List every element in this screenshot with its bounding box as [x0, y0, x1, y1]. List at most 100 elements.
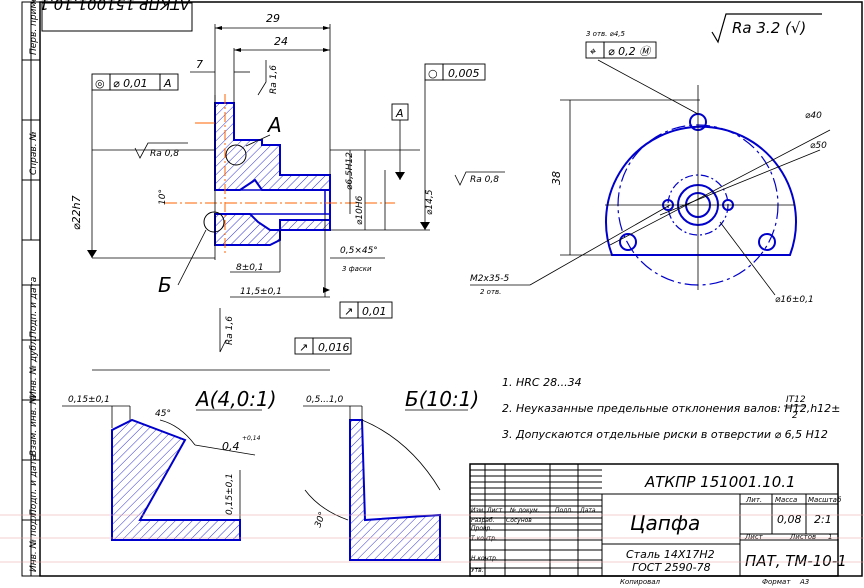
side-column: Перв. примен. Справ. № Подп. и дата Инв.…: [29, 0, 39, 572]
dim-8: 8±0,1: [236, 263, 264, 273]
format-label: Формат: [762, 578, 791, 586]
stamp-code: АТКПР 151001.10.1: [39, 0, 191, 13]
side-label: Подп. и дата: [29, 277, 39, 338]
developer-name: Сосунов: [506, 517, 532, 524]
detail-a-title: А(4,0:1): [194, 387, 277, 411]
side-label: Взам. инв. №: [29, 395, 39, 456]
detail-a-dim-015: 0,15±0,1: [68, 395, 110, 405]
general-roughness: Ra 3.2 (√): [711, 13, 822, 44]
rows-izm: Изм. Лист: [471, 507, 503, 514]
left-label-ncontr: Н.контр.: [471, 555, 498, 562]
dim-d16: ⌀16±0,1: [775, 295, 814, 305]
left-label-check: Провр.: [471, 525, 492, 532]
dim-d40: ⌀40: [805, 111, 822, 121]
left-label-approve: Утв.: [471, 567, 484, 574]
detail-b-title: Б(10:1): [405, 387, 479, 411]
dim-7: 7: [196, 58, 203, 71]
detail-a-angle: 45°: [155, 409, 171, 419]
format-value: А3: [799, 578, 809, 586]
ra16-bottom: Ra 1,6: [225, 316, 235, 345]
coaxiality-datum: А: [163, 77, 172, 90]
dim-d65: ⌀6,5H12: [345, 152, 355, 190]
runout1-symbol: ↗: [344, 305, 353, 318]
detail-b: Б(10:1) 0,5...1,0 30°: [303, 387, 479, 561]
part-name: Цапфа: [630, 511, 700, 535]
dim-chamfer: 0,5×45°: [340, 246, 378, 256]
sheet-label: Лист: [744, 533, 764, 541]
technical-notes: 1. HRC 28...34 2. Неуказанные предельные…: [502, 376, 840, 441]
left-label-dev: Разраб.: [471, 517, 495, 524]
rows-date: Дата: [579, 507, 596, 514]
side-label: Подп. и дата: [29, 455, 39, 516]
dim-d145: ⌀14,5: [425, 189, 435, 215]
dim-d50: ⌀50: [810, 141, 827, 151]
note-frac-den: 2: [792, 411, 798, 421]
dim-24: 24: [274, 35, 288, 48]
copied-label: Копировал: [620, 578, 661, 586]
view-label-a: А: [266, 113, 282, 137]
part-upper-half: [214, 102, 331, 191]
coaxiality-symbol: ◎: [95, 77, 105, 90]
roundness-value: 0,005: [448, 67, 480, 80]
mass-label: Масса: [775, 496, 797, 504]
dim-d22: ⌀22h7: [70, 195, 83, 230]
roundness-symbol: ○: [428, 67, 438, 80]
organization: ПАТ, ТМ-10-1: [745, 552, 847, 570]
scale-label: Масштаб: [808, 496, 842, 504]
material-2: ГОСТ 2590-78: [632, 561, 711, 574]
left-label-tcontr: Т.контр.: [471, 535, 497, 542]
thread-note: 2 отв.: [480, 288, 501, 296]
dim-38: 38: [550, 171, 563, 185]
note-2: 2. Неуказанные предельные отклонения вал…: [502, 402, 840, 415]
note-frac-num: IT12: [786, 395, 806, 405]
datum-a: А: [395, 107, 404, 120]
detail-a-radius-tol: +0,14: [242, 435, 261, 442]
mass-value: 0,08: [777, 513, 802, 526]
position-symbol: ⌖: [589, 45, 596, 58]
drawing-frame: [21, 1, 863, 577]
coaxiality-value: ⌀ 0,01: [113, 77, 148, 90]
note-1: 1. HRC 28...34: [502, 376, 582, 389]
side-label: Перв. примен.: [29, 0, 39, 55]
position-header: 3 отв. ⌀4,5: [586, 30, 626, 38]
detail-a-radius: 0,4: [222, 440, 240, 453]
dim-d10: ⌀10H6: [355, 195, 365, 225]
sheets-count: 1: [828, 533, 832, 541]
scale-value: 2:1: [814, 513, 832, 526]
runout1-value: 0,01: [362, 305, 387, 318]
rows-doc: № докум.: [509, 507, 540, 514]
cad-guides: [0, 514, 864, 563]
title-block: АТКПР 151001.10.1 Цапфа Сталь 14Х17Н2 ГО…: [469, 463, 847, 586]
detail-a: А(4,0:1) 0,15±0,1 45° 0,4 +0,14 0,15±0,1: [62, 387, 277, 541]
side-label: Справ. №: [29, 131, 39, 175]
runout2-symbol: ↗: [299, 341, 308, 354]
view-label-b: Б: [158, 273, 172, 297]
dim-115: 11,5±0,1: [240, 287, 282, 297]
ra08-left: Ra 0,8: [150, 149, 179, 159]
thread-label: M2x35-5: [470, 274, 510, 284]
side-label: Инв. № подл.: [29, 510, 39, 572]
position-value: ⌀ 0,2 Ⓜ: [608, 45, 652, 58]
sheets-label: Листов: [789, 533, 816, 541]
angle-10: 10°: [158, 189, 168, 205]
dim-29: 29: [266, 12, 280, 25]
main-section-view: 29 24 7 Ra 1,6 Ra 0,8 ⌀22h7 ⌀6,5H12 ⌀10H…: [70, 12, 505, 371]
chamfer-note: 3 фаски: [342, 265, 372, 273]
material-1: Сталь 14Х17Н2: [626, 548, 715, 561]
lit-label: Лит.: [745, 496, 762, 504]
detail-b-angle: 30°: [313, 511, 328, 529]
part-lower-half: [214, 213, 331, 246]
runout2-value: 0,016: [318, 341, 350, 354]
rows-sign: Подп.: [555, 507, 573, 514]
ra16-top: Ra 1,6: [269, 65, 279, 94]
detail-a-dim-015v: 0,15±0,1: [225, 473, 235, 515]
roughness-text: Ra 3.2 (√): [732, 19, 806, 37]
rotated-stamp: АТКПР 151001.10.1: [39, 0, 193, 32]
note-3: 3. Допускаются отдельные риски в отверст…: [502, 428, 828, 441]
ra08-right: Ra 0,8: [470, 175, 499, 185]
front-view: 38 ⌀40 ⌀50 ⌀16±0,1 M2x35-5 2 отв. 3 отв.…: [470, 30, 831, 305]
title-code: АТКПР 151001.10.1: [644, 473, 796, 491]
side-label: Инв. № дубл.: [29, 336, 39, 398]
detail-b-dim-05: 0,5...1,0: [306, 395, 343, 405]
